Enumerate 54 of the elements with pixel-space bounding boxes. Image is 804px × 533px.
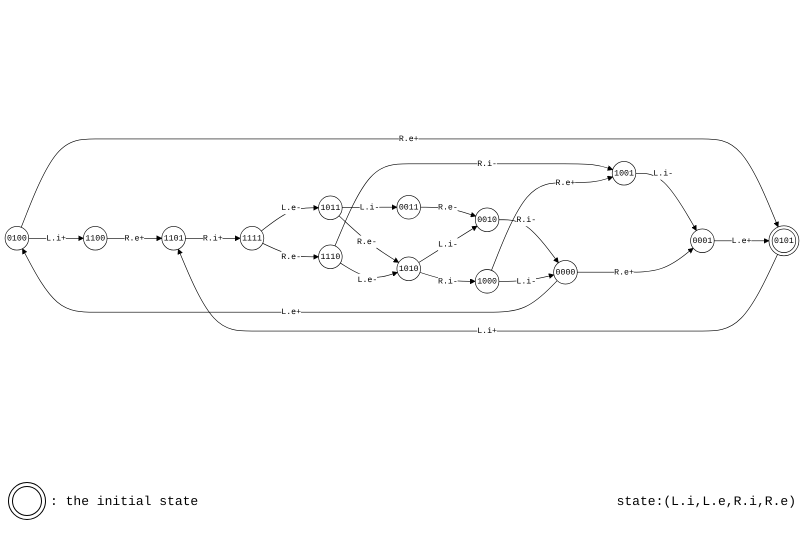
arrow	[498, 219, 559, 264]
arrow	[262, 243, 319, 260]
edge-label: R.i-	[477, 158, 498, 168]
arrow	[22, 248, 558, 312]
edge-label: L.e+	[281, 307, 302, 317]
edge-label: L.i+	[477, 326, 498, 336]
node-circle: 1100	[83, 226, 108, 250]
node-circle: 1011	[318, 196, 342, 220]
edge-label: R.e-	[356, 236, 377, 246]
arrow	[261, 204, 319, 232]
node-circle: 1111	[240, 226, 264, 250]
edge-label: L.e-	[281, 202, 302, 212]
edge-label: L.e-	[357, 275, 378, 285]
edge-label: L.e+	[732, 236, 752, 246]
node-circle: 1001	[612, 161, 636, 186]
edge-label: L.i-	[653, 168, 674, 178]
edge-label: L.i+	[46, 233, 66, 243]
edge-label: R.i-	[438, 276, 458, 286]
arrow	[340, 262, 398, 278]
arrow	[28, 235, 84, 242]
edge-label: R.e+	[614, 267, 634, 277]
edge-label: R.e+	[556, 178, 576, 188]
legend-text: : the initial state	[50, 494, 198, 508]
edge-label: R.i+	[202, 233, 223, 243]
node-circle: 0100	[4, 226, 30, 250]
node-circle: 1010	[396, 256, 421, 281]
arrow	[338, 216, 399, 263]
arrow	[491, 176, 614, 271]
edge-label: L.i-	[516, 276, 536, 286]
arrow	[636, 172, 697, 231]
edge-label: L.i-	[438, 239, 458, 249]
arrow	[342, 204, 398, 210]
node-circle: 1110	[318, 244, 342, 269]
arrow	[20, 138, 779, 228]
node-circle: 1101	[162, 226, 186, 250]
node-circle: 0011	[396, 195, 421, 220]
edge-label: R.e+	[398, 134, 419, 144]
arrow	[498, 273, 554, 282]
arrow	[418, 226, 478, 263]
node-circle: 0001	[690, 228, 715, 253]
node-circle: 1000	[474, 269, 500, 294]
node-circle: 0010	[474, 208, 500, 232]
edge-label: R.e-	[281, 252, 302, 262]
edge-label: R.e+	[124, 233, 144, 243]
arrow	[420, 272, 476, 284]
edge-label: R.i-	[516, 214, 536, 224]
arrow	[576, 248, 694, 273]
edge-label: L.i-	[360, 202, 380, 212]
arrow	[178, 248, 778, 332]
arrow	[334, 164, 614, 246]
edge-label: R.e-	[438, 202, 458, 212]
node-circle: 0000	[553, 260, 578, 284]
state-format-note: state:(L.i,L.e,R.i,R.e)	[616, 494, 796, 508]
node-circle: 0101	[768, 226, 800, 256]
